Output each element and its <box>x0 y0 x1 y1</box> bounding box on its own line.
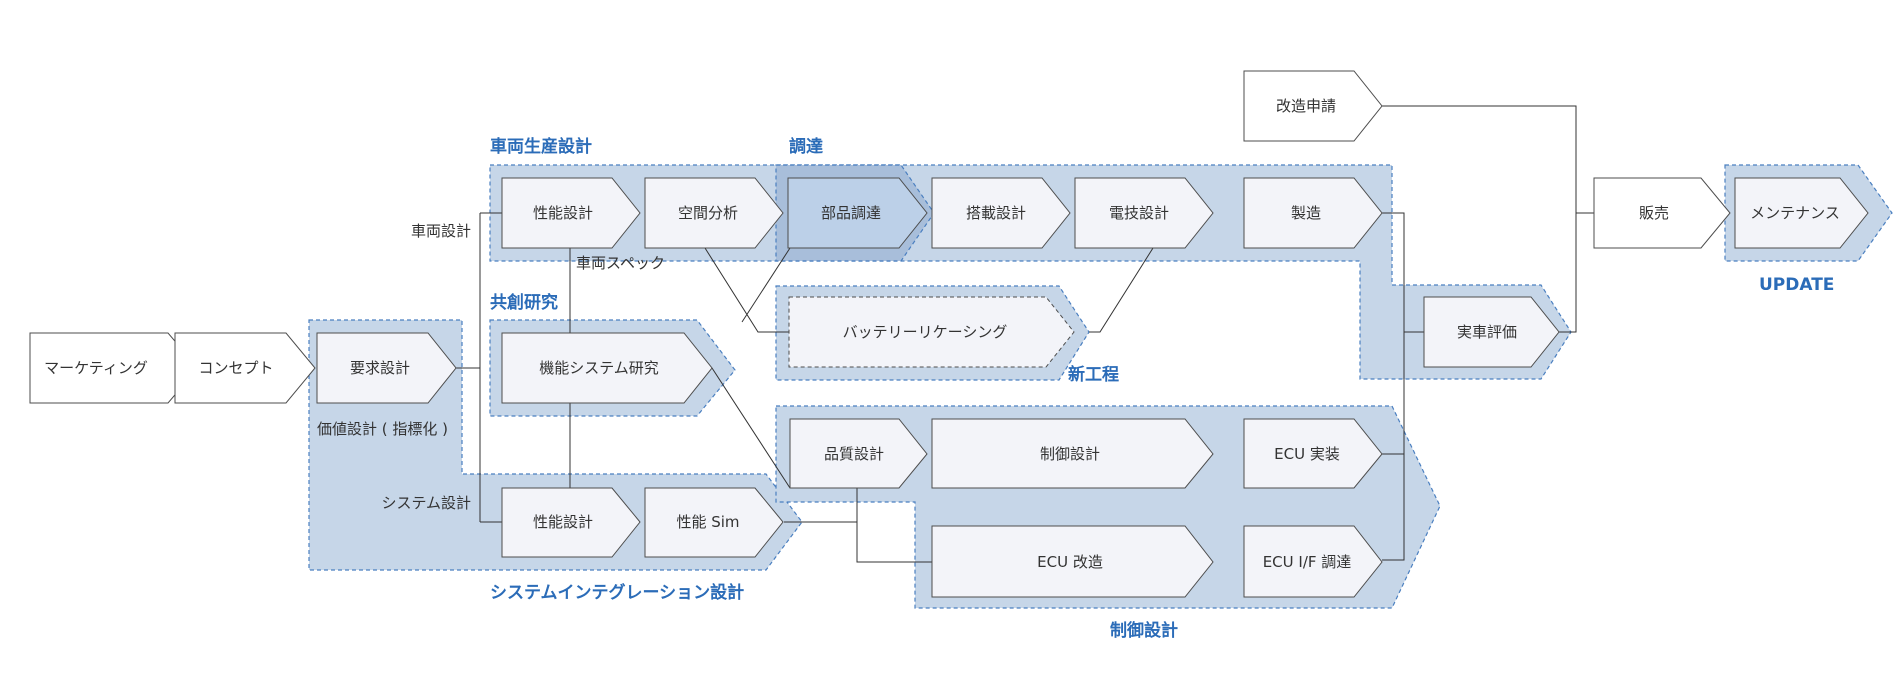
node-label: 空間分析 <box>678 204 738 222</box>
node-actual-vehicle-evaluation[interactable]: 実車評価 <box>1423 296 1560 368</box>
node-perf-design-system[interactable]: 性能設計 <box>501 487 641 558</box>
node-control-design[interactable]: 制御設計 <box>931 418 1214 489</box>
node-sales[interactable]: 販売 <box>1593 177 1731 249</box>
label-value-design: 価値設計 ( 指標化 ) <box>317 420 448 438</box>
title-co-creation: 共創研究 <box>490 292 558 313</box>
connector-battery-electrical <box>1089 247 1154 333</box>
node-maintenance[interactable]: メンテナンス <box>1734 177 1869 249</box>
node-label: ECU 実装 <box>1274 445 1340 463</box>
node-label: ECU 改造 <box>1037 553 1103 571</box>
node-label: 品質設計 <box>824 445 884 463</box>
node-label: 製造 <box>1291 204 1321 222</box>
label-vehicle-spec: 車両スペック <box>576 254 665 272</box>
title-new-process: 新工程 <box>1068 364 1119 385</box>
node-label: 電技設計 <box>1109 204 1169 222</box>
title-system-integration: システムインテグレーション設計 <box>490 582 744 603</box>
node-space-analysis[interactable]: 空間分析 <box>644 177 784 249</box>
node-battery-recasing[interactable]: バッテリーリケーシング <box>788 296 1075 368</box>
title-procurement: 調達 <box>789 136 823 157</box>
connector-space-battery <box>704 247 789 333</box>
node-perf-sim[interactable]: 性能 Sim <box>644 487 784 558</box>
node-quality-design[interactable]: 品質設計 <box>789 418 928 489</box>
node-label: 部品調達 <box>821 204 881 222</box>
side-labels: 車両設計 車両スペック 価値設計 ( 指標化 ) システム設計 <box>317 222 665 512</box>
connector-requirements-branch <box>456 213 481 522</box>
node-electrical-design[interactable]: 電技設計 <box>1074 177 1214 249</box>
node-label: 制御設計 <box>1040 445 1100 463</box>
node-modification-request[interactable]: 改造申請 <box>1243 70 1383 142</box>
title-update: UPDATE <box>1759 275 1834 295</box>
node-label: コンセプト <box>198 359 273 377</box>
connectors <box>456 105 1594 563</box>
title-vehicle-production: 車両生産設計 <box>490 136 592 157</box>
nodes: マーケティング コンセプト 要求設計 性能設計 空間分析 部品調達 搭載設計 <box>29 70 1869 598</box>
node-mounting-design[interactable]: 搭載設計 <box>931 177 1071 249</box>
node-perf-design-vehicle[interactable]: 性能設計 <box>501 177 641 249</box>
node-label: マーケティング <box>44 359 148 377</box>
node-label: 性能 Sim <box>676 513 739 531</box>
node-concept[interactable]: コンセプト <box>174 332 316 404</box>
node-marketing[interactable]: マーケティング <box>29 332 199 404</box>
node-label: 実車評価 <box>1457 323 1517 341</box>
node-ecu-modification[interactable]: ECU 改造 <box>931 525 1214 598</box>
node-label: ECU I/F 調達 <box>1263 553 1352 571</box>
connector-procurement <box>741 247 791 323</box>
node-label: 性能設計 <box>533 513 593 531</box>
connector-manufacturing-merge <box>1382 212 1405 561</box>
connector-eval-sales <box>1382 105 1577 333</box>
connector-quality-branch <box>856 488 934 563</box>
node-ecu-implementation[interactable]: ECU 実装 <box>1243 418 1383 489</box>
node-label: 搭載設計 <box>966 204 1026 222</box>
node-label: 性能設計 <box>533 204 593 222</box>
node-ecu-if-procurement[interactable]: ECU I/F 調達 <box>1243 525 1383 598</box>
node-requirements[interactable]: 要求設計 <box>316 332 457 404</box>
label-vehicle-design: 車両設計 <box>411 222 471 240</box>
node-parts-procurement[interactable]: 部品調達 <box>787 177 928 249</box>
node-function-system-research[interactable]: 機能システム研究 <box>501 332 713 404</box>
label-system-design: システム設計 <box>381 494 471 512</box>
node-label: メンテナンス <box>1750 204 1840 222</box>
node-label: バッテリーリケーシング <box>843 323 1008 341</box>
title-control-design: 制御設計 <box>1110 620 1178 641</box>
node-label: 機能システム研究 <box>539 359 659 377</box>
node-manufacturing[interactable]: 製造 <box>1243 177 1383 249</box>
node-label: 改造申請 <box>1276 97 1336 115</box>
connector-function-quality <box>711 367 791 489</box>
node-label: 販売 <box>1639 204 1669 222</box>
group-titles: 車両生産設計 調達 共創研究 新工程 システムインテグレーション設計 制御設計 … <box>490 136 1834 641</box>
node-label: 要求設計 <box>350 359 410 377</box>
